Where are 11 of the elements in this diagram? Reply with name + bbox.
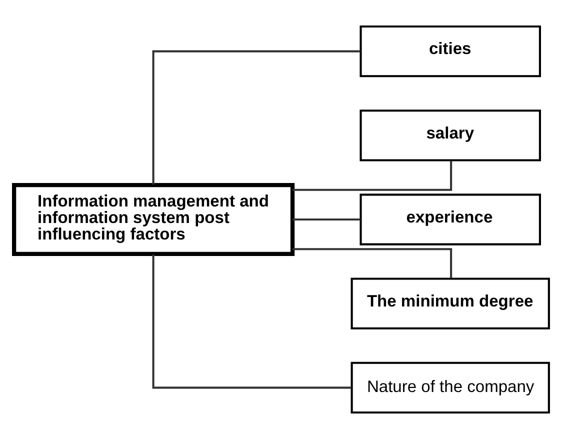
node-box: cities xyxy=(360,25,541,78)
node-box: experience xyxy=(360,194,541,246)
node-box: The minimum degree xyxy=(350,278,550,330)
node-box: Nature of the company xyxy=(350,362,550,414)
connector xyxy=(152,254,352,389)
connector xyxy=(292,160,452,191)
node-box: Information management and information system post influencing factors xyxy=(12,182,295,256)
connector xyxy=(152,50,360,185)
node-box: salary xyxy=(360,110,541,162)
connector xyxy=(292,248,452,278)
connector xyxy=(292,218,361,221)
